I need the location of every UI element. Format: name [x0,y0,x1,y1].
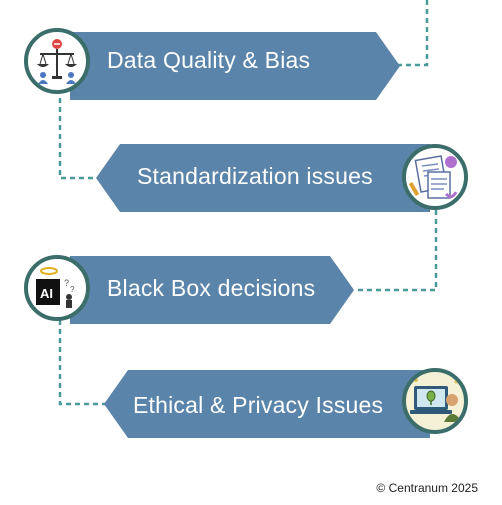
scales-bias-icon [24,28,90,94]
connector-3-4 [58,320,110,406]
banner-4-shape [104,370,430,438]
step-label-2: Standardization issues [137,163,373,189]
privacy-laptop-icon [402,368,468,434]
step-label-1: Data Quality & Bias [107,47,311,73]
step-label-3: Black Box decisions [107,275,316,301]
banner-3-shape [70,256,354,324]
step-label-4: Ethical & Privacy Issues [133,392,384,418]
svg-text:AI: AI [40,286,53,301]
svg-text:?: ? [70,285,75,294]
copyright-text: © Centranum 2025 [376,481,478,495]
documents-standards-icon [402,144,468,210]
svg-text:?: ? [64,278,69,288]
ai-black-box-icon: AI ? ? [24,255,90,321]
connector-top [350,0,429,67]
banner-2-shape [96,144,430,212]
